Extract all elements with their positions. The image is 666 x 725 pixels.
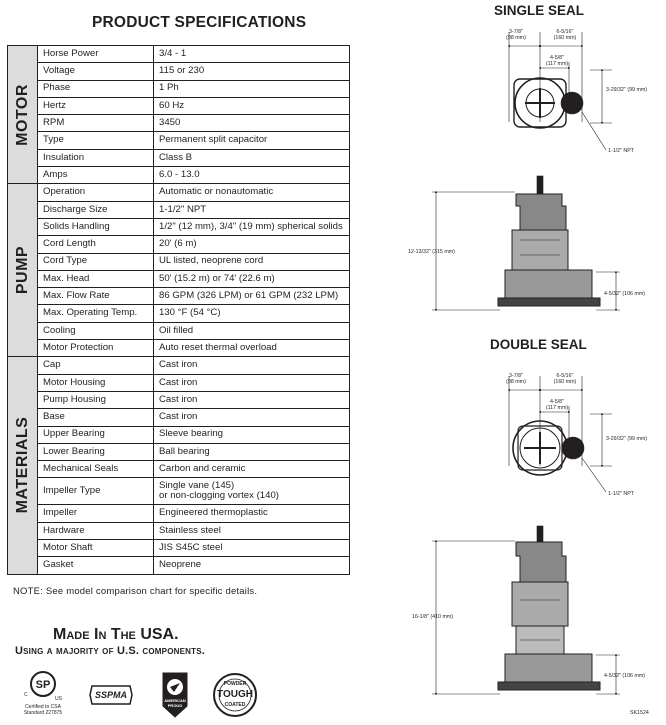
svg-text:SP: SP xyxy=(36,679,51,691)
double-seal-side-view xyxy=(432,525,620,696)
spec-row: Max. Operating Temp.130 °F (54 °C) xyxy=(8,304,350,323)
made-in-usa-subtitle: Using a majority of U.S. components. xyxy=(15,645,205,657)
single-dim-d: 3-29/32" (99 mm) xyxy=(606,87,648,93)
drawing-code: SK1524 xyxy=(630,710,649,716)
sspma-badge-icon xyxy=(89,685,133,705)
powder-tough-logo: POWDER TOUGH COATED xyxy=(212,670,258,720)
double-seal-title: DOUBLE SEAL xyxy=(490,337,587,352)
spec-value: Neoprene xyxy=(153,556,350,575)
csa-mark-icon: SP xyxy=(30,671,56,697)
spec-note: NOTE: See model comparison chart for spe… xyxy=(13,586,258,597)
made-in-usa: Made In The USA. xyxy=(53,626,179,643)
single-dim-c: 4-5/8"(117 mm) xyxy=(545,55,569,67)
double-dim-a: 3-7/8"(98 mm) xyxy=(506,373,526,385)
csa-c-label: C xyxy=(24,692,28,698)
american-label: AMERICAN xyxy=(164,698,186,703)
section-header-pump: PUMP xyxy=(7,183,38,358)
spec-value-line: or non-clogging vortex (140) xyxy=(159,490,279,502)
single-dim-b: 6-5/16"(160 mm) xyxy=(553,29,577,41)
double-base-height-label: 4-5/32" (106 mm) xyxy=(604,673,646,679)
single-dim-a: 3-7/8"(98 mm) xyxy=(506,29,526,41)
spec-value: Carbon and ceramic xyxy=(153,460,350,479)
double-dim-d: 3-29/32" (99 mm) xyxy=(606,436,648,442)
double-height-label: 16-1/8" (410 mm) xyxy=(412,614,454,620)
american-proud-logo: AMERICAN PROUD xyxy=(160,670,190,720)
csa-caption-2: Standard 227875 xyxy=(23,710,63,716)
csa-logo: SP C US Certified to CSA Standard 227875 xyxy=(22,670,64,722)
spec-title: PRODUCT SPECIFICATIONS xyxy=(92,14,307,31)
proud-label: PROUD xyxy=(167,703,183,708)
shield-icon xyxy=(162,672,188,718)
section-header-motor: MOTOR xyxy=(7,44,38,185)
sspma-logo: SSPMA xyxy=(88,684,134,706)
single-seal-top-view xyxy=(507,32,612,151)
single-seal-side-view xyxy=(432,175,620,312)
seal-badge-icon xyxy=(213,673,257,717)
tough-label: TOUGH xyxy=(217,689,253,700)
powder-label: POWDER xyxy=(223,681,247,687)
spec-value-line: Single vane (145) xyxy=(159,479,235,491)
single-base-height-label: 4-5/32" (106 mm) xyxy=(604,291,646,297)
double-dim-b: 6-5/16"(160 mm) xyxy=(553,373,577,385)
double-npt-label: 1-1/2" NPT xyxy=(608,491,635,497)
csa-caption-1: Certified to CSA xyxy=(25,704,61,710)
section-header-materials: MATERIALS xyxy=(7,356,38,575)
coated-label: COATED xyxy=(224,702,246,708)
single-npt-label: 1-1/2" NPT xyxy=(608,148,635,154)
single-height-label: 12-13/32" (315 mm) xyxy=(408,249,455,255)
csa-us-label: US xyxy=(55,696,62,702)
sspma-label: SSPMA xyxy=(94,690,127,700)
double-seal-top-view xyxy=(507,376,612,493)
double-dim-c: 4-5/8"(117 mm) xyxy=(545,399,569,411)
single-seal-title: SINGLE SEAL xyxy=(494,3,585,18)
